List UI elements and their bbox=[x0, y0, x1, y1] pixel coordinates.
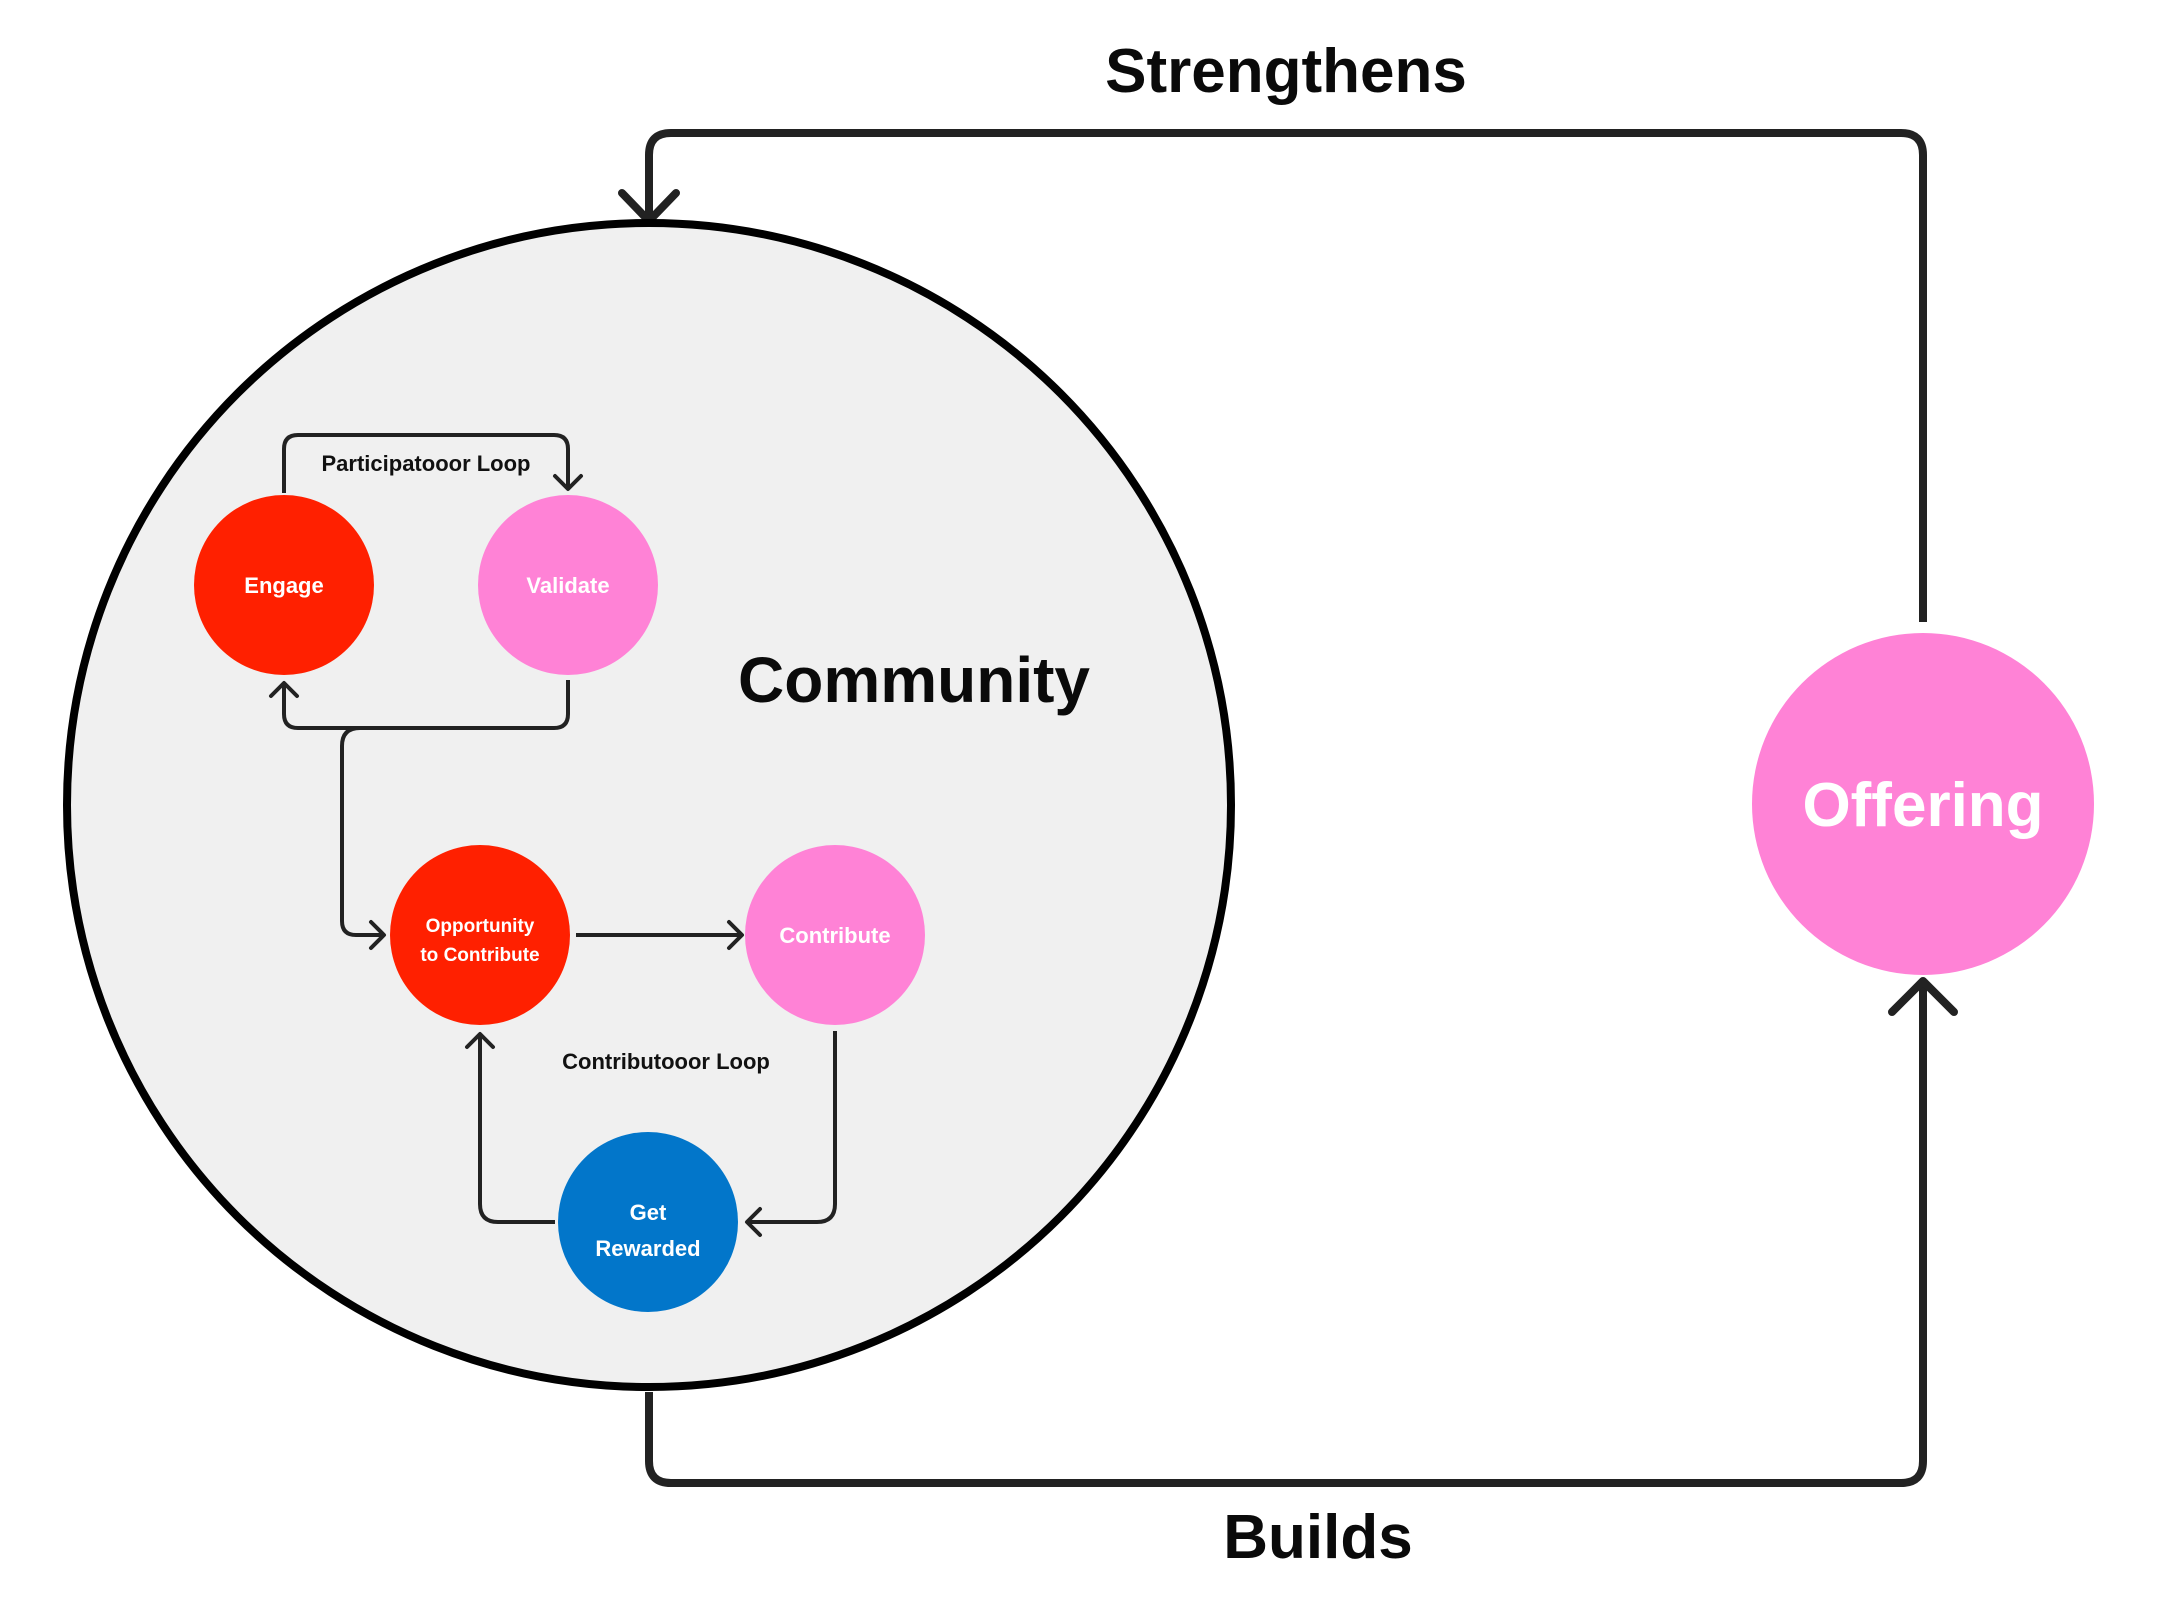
offering-label: Offering bbox=[1802, 771, 2043, 840]
opportunity-to-contribute-node[interactable]: Opportunity to Contribute bbox=[390, 845, 570, 1025]
community-label: Community bbox=[738, 644, 1090, 716]
participatooor-loop-label: Participatooor Loop bbox=[322, 451, 531, 476]
validate-label: Validate bbox=[526, 573, 609, 598]
builds-connector bbox=[645, 977, 1958, 1487]
strengthens-label: Strengthens bbox=[1105, 37, 1467, 106]
arrow-down-icon bbox=[553, 474, 583, 491]
get-rewarded-node[interactable]: Get Rewarded bbox=[558, 1132, 738, 1312]
builds-label: Builds bbox=[1223, 1503, 1412, 1572]
opportunity-label-line1: Opportunity bbox=[426, 916, 535, 937]
engage-label: Engage bbox=[244, 573, 323, 598]
participatooor-loop-connectors bbox=[269, 433, 583, 950]
arrow-up-icon bbox=[269, 681, 299, 698]
contribute-node[interactable]: Contribute bbox=[745, 845, 925, 1025]
offering-node[interactable]: Offering bbox=[1752, 633, 2094, 975]
get-rewarded-label-line1: Get bbox=[630, 1200, 667, 1225]
arrow-right-icon bbox=[369, 920, 386, 950]
opportunity-label-line2: to Contribute bbox=[420, 945, 539, 966]
arrow-left-icon bbox=[745, 1207, 762, 1237]
contributooor-loop-connectors bbox=[465, 920, 837, 1237]
validate-node[interactable]: Validate bbox=[478, 495, 658, 675]
arrow-up-icon bbox=[1888, 977, 1958, 1016]
contributooor-loop-label: Contributooor Loop bbox=[562, 1049, 770, 1074]
community-circle bbox=[63, 219, 1235, 1391]
engage-node[interactable]: Engage bbox=[194, 495, 374, 675]
arrow-right-icon bbox=[727, 920, 744, 950]
arrow-up-icon bbox=[465, 1032, 495, 1049]
contribute-label: Contribute bbox=[779, 923, 890, 948]
get-rewarded-label-line2: Rewarded bbox=[595, 1236, 700, 1261]
